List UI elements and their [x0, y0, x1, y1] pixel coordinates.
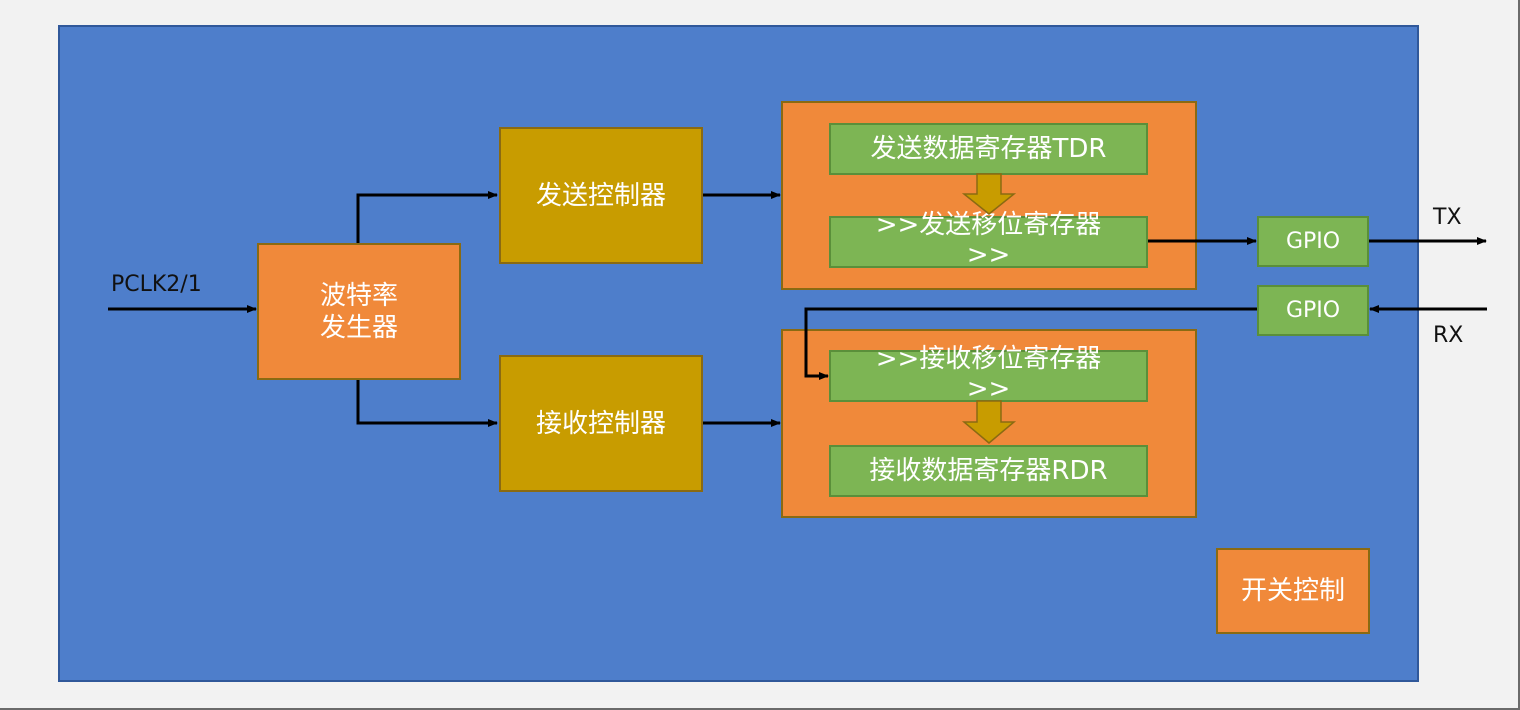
switch-control: 开关控制 — [1216, 548, 1370, 634]
tx-shift-register-label: >>发送移位寄存器 >> — [875, 210, 1102, 270]
rx-shift-register: >>接收移位寄存器 >> — [829, 344, 1148, 404]
tx-controller: 发送控制器 — [499, 127, 703, 264]
baud-rate-generator: 波特率 发生器 — [257, 243, 461, 380]
tx-label: TX — [1433, 205, 1462, 230]
tx-shift-register: >>发送移位寄存器 >> — [829, 210, 1148, 270]
tdr-register: 发送数据寄存器TDR — [829, 123, 1148, 175]
rx-shift-register-label: >>接收移位寄存器 >> — [875, 344, 1102, 404]
pclk-label: PCLK2/1 — [111, 272, 202, 297]
rdr-register: 接收数据寄存器RDR — [829, 445, 1148, 497]
rx-controller: 接收控制器 — [499, 355, 703, 492]
gpio-rx: GPIO — [1257, 285, 1369, 336]
gpio-tx: GPIO — [1257, 216, 1369, 267]
rx-label: RX — [1433, 323, 1464, 348]
